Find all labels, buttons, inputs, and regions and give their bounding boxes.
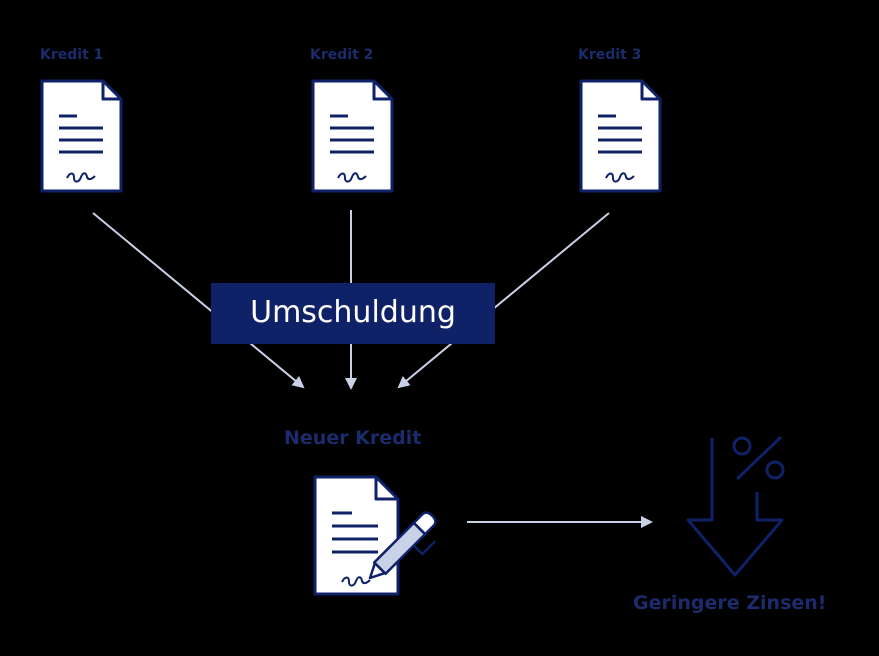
document-icon xyxy=(579,79,662,193)
pen-icon xyxy=(368,511,437,580)
signed-document-icon xyxy=(313,475,400,596)
document-icon xyxy=(311,79,394,193)
kredit-2-label: Kredit 2 xyxy=(310,47,374,63)
umschuldung-banner: Umschuldung xyxy=(211,283,495,344)
neuer-kredit-label: Neuer Kredit xyxy=(284,427,422,449)
kredit-1-label: Kredit 1 xyxy=(40,47,104,63)
percent-down-arrow-icon xyxy=(686,435,785,577)
document-icon xyxy=(40,79,123,193)
arrow-kredit3-to-neuer-kredit xyxy=(397,212,610,389)
geringere-zinsen-label: Geringere Zinsen! xyxy=(633,592,827,614)
kredit-3-label: Kredit 3 xyxy=(578,47,642,63)
arrow-kredit1-to-neuer-kredit xyxy=(92,212,305,389)
